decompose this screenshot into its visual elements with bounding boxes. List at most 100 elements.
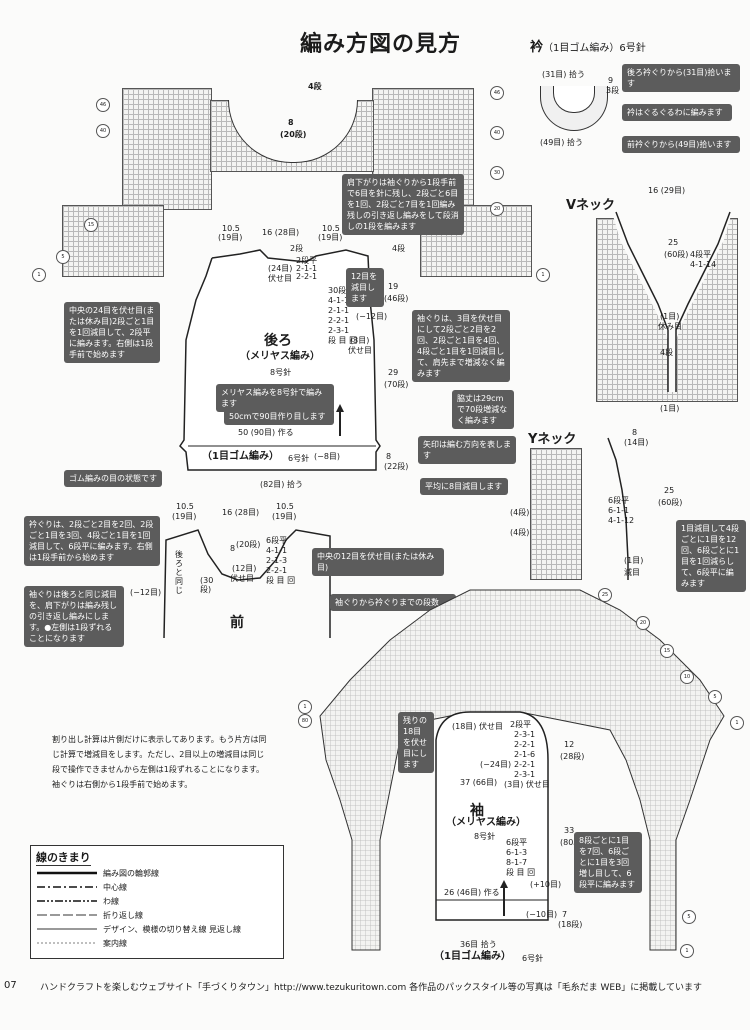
front-callout-center: 中央の12目を伏せ目(または休み目) (312, 548, 444, 576)
legend-item: デザイン、模様の切り替え線 見返し線 (103, 925, 242, 934)
back-needle: 8号針 (270, 368, 292, 377)
legend-item: 案内線 (103, 939, 127, 948)
sleeve-rib-needle: 6号針 (522, 954, 544, 963)
row-marker: 40 (490, 126, 504, 140)
row-marker: 46 (490, 86, 504, 100)
back-shoulder: 2段 (290, 244, 304, 253)
sleeve-name: 袖 (470, 803, 484, 819)
row-marker: 1 (298, 700, 312, 714)
front-w3: 10.5 (276, 502, 294, 511)
sleeve-st6: 2-3-1 (514, 770, 536, 779)
row-marker: 1 (536, 268, 550, 282)
yneck-side2: (4段) (510, 528, 530, 537)
legend-item: 中心線 (103, 883, 127, 892)
back-callout-stockinette: メリヤス編みを8号針で編みます (216, 384, 334, 412)
back-r6: 段 目 回 (328, 336, 358, 345)
back-rib-len: 8 (386, 452, 392, 461)
back-w3: 10.5 (322, 224, 340, 233)
back-rib: （1目ゴム編み） (202, 451, 279, 462)
sleeve-cap2: (28段) (560, 752, 585, 761)
back-rib-needle: 6号針 (288, 454, 310, 463)
yoke-center: 8 (288, 118, 294, 127)
sleeve-len: 33 (564, 826, 575, 835)
collar-rows: 9 (608, 76, 614, 85)
footer-text: ハンドクラフトを楽しむウェブサイト「手づくりタウン」http://www.tez… (40, 983, 702, 993)
calculation-note: 割り出し計算は片側だけに表示してあります。もう片方は同じ計算で増減目をします。た… (52, 735, 267, 789)
back-stitch: （メリヤス編み） (240, 351, 320, 362)
legend-item: 折り返し線 (103, 911, 143, 920)
yoke-chart (122, 88, 212, 210)
row-marker: 25 (598, 588, 612, 602)
sleeve-cast: 26 (46目) 作る (444, 888, 500, 897)
back-bind: (24目) (268, 264, 293, 273)
back-minus12: (−12目) (356, 312, 388, 321)
front-callout-neck: 衿ぐりは、2段ごと2目を2回、2段ごと1目を3回、4段ごと1目を1回減目して、6… (24, 516, 160, 566)
sleeve-callout-increase: 8段ごとに1目を7回、6段ごとに1目を3回増し目して、6段平に編みます (574, 832, 642, 893)
back-callout-armhole: 袖ぐりは、3目を伏せ目にして2段ごと2目を2回、2段ごと1目を4回、4段ごと1目… (412, 310, 510, 382)
front-depth: 8 (230, 544, 236, 553)
sleeve-inc2: 6-1-3 (506, 848, 528, 857)
yneck-depth: 25 (664, 486, 675, 495)
back-len2: 29 (388, 368, 399, 377)
front-s2: 2-1-3 (266, 556, 288, 565)
sleeve-rib-len: 7 (562, 910, 568, 919)
yneck-callout: 1目減目して4段ごとに1目を12回、6段ごとに1目を1回減らして、6段平に編みま… (676, 520, 746, 592)
legend-heading: 線のきまり (36, 851, 91, 866)
vneck-depth: 25 (668, 238, 679, 247)
sleeve-rib-rows: (18段) (558, 920, 583, 929)
row-marker: 40 (96, 124, 110, 138)
page-title: 編み方図の見方 (300, 32, 462, 57)
row-marker: 20 (636, 616, 650, 630)
legend-item: わ線 (103, 897, 119, 906)
sleeve-plus10: (+10目) (530, 880, 562, 889)
row-marker: 80 (298, 714, 312, 728)
front-callout-armhole: 袖ぐりは後ろと同じ減目を、肩下がりは編み残しの引き返し編みにします。●左側は1段… (24, 586, 124, 647)
sleeve-st5: 2-2-1 (514, 760, 536, 769)
front-bind2: 伏せ目 (230, 574, 254, 583)
sleeve-needle: 8号針 (474, 832, 496, 841)
row-marker: 1 (680, 944, 694, 958)
back-name: 後ろ (264, 333, 292, 349)
row-marker: 5 (56, 250, 70, 264)
yoke-top-rows: 4段 (308, 82, 322, 91)
sleeve-minus24: (−24目) (480, 760, 512, 769)
yneck-s2: 4-1-12 (608, 516, 635, 525)
sleeve-width: 37 (66目) (460, 778, 498, 787)
back-callout-arrow: 矢印は編む方向を表します (418, 436, 516, 464)
back-r3: 2-1-1 (328, 306, 350, 315)
vneck-depth-rows: (60段) (664, 250, 689, 259)
back-r5: 2-3-1 (328, 326, 350, 335)
sleeve-st1: 2段平 (510, 720, 532, 729)
back-r2: 4-1-1 (328, 296, 350, 305)
sleeve-inc3: 8-1-7 (506, 858, 528, 867)
vneck-bottom: 4段 (660, 348, 674, 357)
sleeve-len2: (80段) (560, 838, 585, 847)
back-callout-center: 中央の24目を伏せ目(または休み目)2段ごと1目を1回減目して、2段平に編みます… (64, 302, 160, 363)
yneck-depth2: (60段) (658, 498, 683, 507)
back-rib-rows: (22段) (384, 462, 409, 471)
collar-callout-round: 衿はぐるぐるわに編みます (622, 104, 732, 121)
row-marker: 15 (660, 644, 674, 658)
back-cast: 50 (90目) 作る (238, 428, 294, 437)
collar-heading: 衿（1目ゴム編み）6号針 (530, 40, 646, 55)
front-w3b: (19目) (272, 512, 297, 521)
back-pickup: (82目) 拾う (260, 480, 303, 489)
vneck-heading: Vネック (566, 198, 616, 213)
sleeve-inc4: 段 目 回 (506, 868, 536, 877)
back-bind3: (3目) (350, 336, 370, 345)
yneck-s1: 6-1-1 (608, 506, 630, 515)
back-r1: 30段平 (328, 286, 355, 295)
collar-callout-front: 前衿ぐりから(49目)拾います (622, 136, 740, 153)
front-steps: 6段平 (266, 536, 288, 545)
front-minus12: (−12目) (130, 588, 162, 597)
back-drop: 4段 (392, 244, 406, 253)
vneck-top: 16 (29目) (648, 186, 686, 195)
back-callout-cast: 50cmで90目作り目します (224, 408, 334, 425)
sleeve-st7: (3目) 伏せ目 (504, 780, 550, 789)
front-same: 後ろと同じ (175, 550, 183, 595)
back-callout-side: 脇丈は29cmで70段増減なく編みます (452, 390, 514, 429)
row-marker: 1 (730, 716, 744, 730)
